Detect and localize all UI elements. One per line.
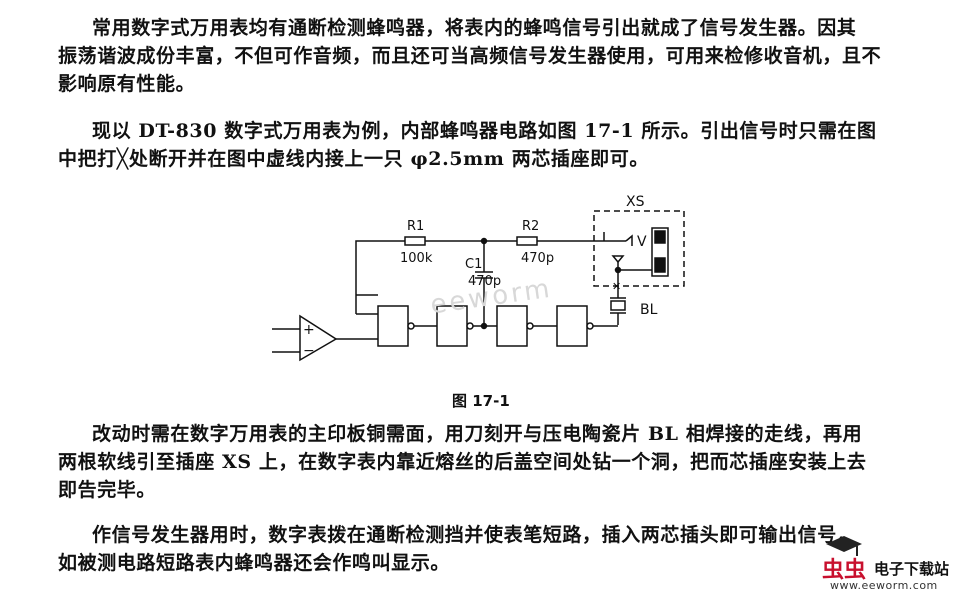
bl-label: BL (640, 302, 658, 318)
feedback-wire (355, 240, 405, 295)
v-label: V (637, 234, 647, 250)
op-amp-minus: − (303, 343, 315, 359)
text-line: 改动时需在数字万用表的主印板铜需面，用刀刻开与压电陶瓷片 BL 相焊接的走线，再… (92, 423, 863, 445)
text-line: 即告完毕。 (58, 479, 157, 501)
logo-name: 电子下载站 (874, 560, 950, 578)
text-line: 现以 DT-830 数字式万用表为例，内部蜂鸣器电路如图 17-1 所示。引出信… (92, 120, 877, 142)
cut-mark: ✕ (612, 280, 621, 293)
logo-glyph: 虫虫 (822, 558, 867, 583)
gate-bubble (586, 322, 594, 330)
logic-gate (496, 305, 528, 347)
text-line: 影响原有性能。 (58, 73, 196, 95)
text-line: 常用数字式万用表均有通断检测蜂鸣器，将表内的蜂鸣信号引出就成了信号发生器。因其 (92, 17, 857, 39)
text-line: 振荡谐波成份丰富，不但可作音频，而且还可当高频信号发生器使用，可用来检修收音机，… (58, 45, 882, 67)
resistor-r1 (404, 236, 426, 246)
xs-contact-arrow (625, 234, 633, 246)
site-logo[interactable]: 虫虫 电子下载站 www.eeworm.com (820, 534, 960, 596)
text-line: 中把打╳处断开并在图中虚线内接上一只 φ2.5mm 两芯插座即可。 (58, 148, 649, 170)
graduation-cap-icon (826, 536, 862, 556)
xs-label: XS (626, 194, 645, 210)
text-line: 如被测电路短路表内蜂鸣器还会作鸣叫显示。 (58, 552, 451, 574)
op-amp-plus: + (303, 322, 315, 338)
paragraph-usage: 作信号发生器用时，数字表拨在通断检测挡并使表笔短路，插入两芯插头即可输出信号， … (0, 521, 960, 577)
op-amp (299, 314, 338, 362)
figure-caption: 图 17-1 (452, 392, 510, 410)
text-line: 作信号发生器用时，数字表拨在通断检测挡并使表笔短路，插入两芯插头即可输出信号， (92, 524, 857, 546)
jack-pin (654, 230, 666, 244)
gate-bubble (466, 322, 474, 330)
jack-pin (654, 257, 666, 273)
logic-gate (377, 305, 409, 347)
r2-label: R2 (522, 219, 539, 234)
logic-gate (556, 305, 588, 347)
logo-url: www.eeworm.com (830, 579, 938, 592)
r1-label: R1 (407, 219, 424, 234)
r2-value: 470p (521, 251, 554, 266)
circuit-diagram: XS R1 100k R2 470p C1 470p V BL ✕ + − (272, 194, 685, 362)
c1-value: 470p (468, 274, 501, 289)
xs-dashed-box (593, 210, 685, 287)
paragraph-modification: 改动时需在数字万用表的主印板铜需面，用刀刻开与压电陶瓷片 BL 相焊接的走线，再… (0, 420, 960, 504)
resistor-r2 (516, 236, 538, 246)
piezo-bl (610, 300, 626, 311)
junction-dot (480, 322, 488, 330)
gate-bubble (526, 322, 534, 330)
paragraph-intro: 常用数字式万用表均有通断检测蜂鸣器，将表内的蜂鸣信号引出就成了信号发生器。因其 … (0, 14, 960, 98)
gate-bubble (407, 322, 415, 330)
paragraph-example: 现以 DT-830 数字式万用表为例，内部蜂鸣器电路如图 17-1 所示。引出信… (0, 117, 960, 173)
r1-value: 100k (400, 251, 433, 266)
xs-contact-arrow (611, 255, 625, 263)
text-line: 两根软线引至插座 XS 上，在数字表内靠近熔丝的后盖空间处钻一个洞，把而芯插座安… (58, 451, 867, 473)
c1-label: C1 (465, 257, 482, 272)
